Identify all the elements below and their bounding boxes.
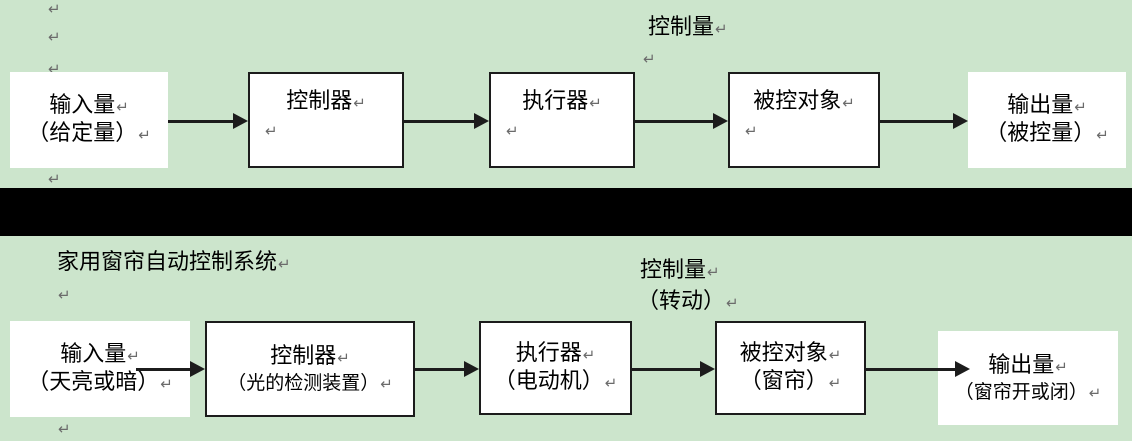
label-control-variable: 控制量↵ (648, 15, 728, 41)
return-mark-icon: ↵ (353, 94, 366, 113)
node-actuator[interactable]: 执行器↵ （电动机）↵ (479, 321, 632, 415)
node-actuator[interactable]: 执行器↵ ↵ (489, 72, 635, 168)
connector-shaft (866, 368, 956, 371)
return-mark-icon: ↵ (48, 28, 61, 46)
diagram-title-text: 家用窗帘自动控制系统 (57, 250, 278, 275)
arrowhead-icon (700, 361, 715, 377)
return-mark-icon: ↵ (745, 122, 758, 141)
bottom-block-diagram: 家用窗帘自动控制系统↵ ↵ ↵ 控制量↵ （转动）↵ 输入量↵ （天亮或暗）↵ … (0, 236, 1132, 441)
return-mark-icon: ↵ (1074, 97, 1087, 116)
node-plant-line-2: （窗帘）↵ (739, 369, 842, 394)
node-plant-lines: 被控对象↵ （窗帘）↵ (717, 340, 864, 396)
return-mark-icon: ↵ (58, 420, 71, 438)
return-mark-icon: ↵ (48, 170, 61, 188)
return-mark-icon: ↵ (265, 122, 278, 141)
return-mark-icon: ↵ (58, 286, 71, 304)
return-mark-icon: ↵ (1096, 126, 1109, 144)
arrowhead-icon (713, 113, 728, 129)
node-controller[interactable]: 控制器↵ （光的检测装置）↵ (205, 321, 415, 417)
node-output-line-2: （被控量）↵ (985, 121, 1109, 146)
node-plant-line-1: 被控对象↵ (753, 89, 855, 115)
return-mark-icon: ↵ (643, 50, 656, 68)
label-control-variable-text: 控制量 (648, 15, 715, 40)
return-mark-icon: ↵ (707, 263, 720, 281)
arrowhead-icon (955, 361, 970, 377)
arrowhead-icon (474, 113, 489, 129)
connector-shaft (635, 120, 714, 123)
node-controller-line-2: ↵ (254, 116, 398, 144)
node-output-line-1: 输出量↵ (1007, 92, 1087, 118)
node-output-lines: 输出量↵ （被控量）↵ (968, 92, 1126, 148)
return-mark-icon: ↵ (828, 374, 842, 392)
connector-shaft (168, 120, 234, 123)
node-output-line-2: （窗帘开或闭）↵ (954, 380, 1102, 403)
node-input-line-1: 输入量↵ (49, 92, 129, 118)
connector-shaft (632, 368, 701, 371)
connector-shaft (415, 368, 465, 371)
return-mark-icon: ↵ (138, 126, 151, 144)
node-actuator-line-1: 执行器↵ (515, 340, 596, 366)
label-control-variable-detail: （转动）↵ (637, 289, 739, 315)
node-input-line-2: （天亮或暗）↵ (27, 370, 173, 395)
node-actuator-line-2: ↵ (495, 116, 629, 144)
return-mark-icon: ↵ (127, 346, 140, 365)
return-mark-icon: ↵ (1055, 357, 1068, 376)
diagram-title: 家用窗帘自动控制系统↵ (57, 250, 291, 276)
node-controller-lines: 控制器↵ （光的检测装置）↵ (207, 343, 413, 395)
connector-shaft (136, 368, 191, 371)
label-control-variable-text: 控制量 (640, 258, 707, 283)
return-mark-icon: ↵ (160, 375, 173, 393)
node-controller-line-2: （光的检测装置）↵ (227, 371, 393, 394)
node-actuator-lines: 执行器↵ （电动机）↵ (481, 340, 630, 396)
node-output[interactable]: 输出量↵ （被控量）↵ (968, 72, 1126, 168)
node-actuator-lines: 执行器↵ ↵ (491, 88, 633, 144)
node-input-lines: 输入量↵ （天亮或暗）↵ (10, 341, 190, 397)
connector-shaft (404, 120, 475, 123)
node-plant-line-2: ↵ (734, 116, 874, 144)
arrowhead-icon (464, 361, 479, 377)
node-actuator-line-2: （电动机）↵ (493, 369, 618, 394)
return-mark-icon: ↵ (726, 294, 739, 312)
node-input-line-2: （给定量）↵ (27, 121, 151, 146)
return-mark-icon: ↵ (842, 94, 855, 113)
node-output-line-1: 输出量↵ (988, 352, 1068, 378)
node-controller-line-1: 控制器↵ (270, 343, 350, 369)
return-mark-icon: ↵ (278, 255, 291, 273)
node-controller[interactable]: 控制器↵ ↵ (248, 72, 404, 168)
node-controller-lines: 控制器↵ ↵ (250, 88, 402, 144)
return-mark-icon: ↵ (48, 0, 61, 18)
return-mark-icon: ↵ (337, 348, 350, 367)
return-mark-icon: ↵ (589, 94, 602, 113)
arrowhead-icon (953, 113, 968, 129)
return-mark-icon: ↵ (1088, 383, 1102, 402)
return-mark-icon: ↵ (116, 97, 129, 116)
node-plant[interactable]: 被控对象↵ ↵ (728, 72, 880, 168)
node-input[interactable]: 输入量↵ （给定量）↵ (10, 72, 168, 168)
return-mark-icon: ↵ (715, 20, 728, 38)
arrowhead-icon (233, 113, 248, 129)
node-input-line-1: 输入量↵ (60, 341, 140, 367)
return-mark-icon: ↵ (604, 374, 618, 392)
return-mark-icon: ↵ (380, 374, 393, 393)
top-block-diagram: ↵ ↵ ↵ ↵ ↵ 控制量↵ 输入量↵ （给定量）↵ 控制器↵ ↵ 执行器↵ (0, 0, 1132, 188)
node-output[interactable]: 输出量↵ （窗帘开或闭）↵ (938, 331, 1118, 425)
node-actuator-line-1: 执行器↵ (522, 89, 602, 115)
return-mark-icon: ↵ (582, 345, 596, 364)
black-separator-band (0, 188, 1132, 236)
return-mark-icon: ↵ (506, 122, 519, 141)
connector-shaft (880, 120, 954, 123)
node-controller-line-1: 控制器↵ (286, 89, 366, 115)
node-plant-line-1: 被控对象↵ (739, 340, 842, 366)
node-output-lines: 输出量↵ （窗帘开或闭）↵ (938, 352, 1118, 404)
node-input-lines: 输入量↵ （给定量）↵ (10, 92, 168, 148)
node-plant[interactable]: 被控对象↵ （窗帘）↵ (715, 321, 866, 415)
label-control-variable: 控制量↵ (640, 258, 720, 284)
arrowhead-icon (190, 361, 205, 377)
return-mark-icon: ↵ (828, 345, 842, 364)
node-plant-lines: 被控对象↵ ↵ (730, 88, 878, 144)
label-control-variable-detail-text: （转动） (637, 289, 726, 314)
